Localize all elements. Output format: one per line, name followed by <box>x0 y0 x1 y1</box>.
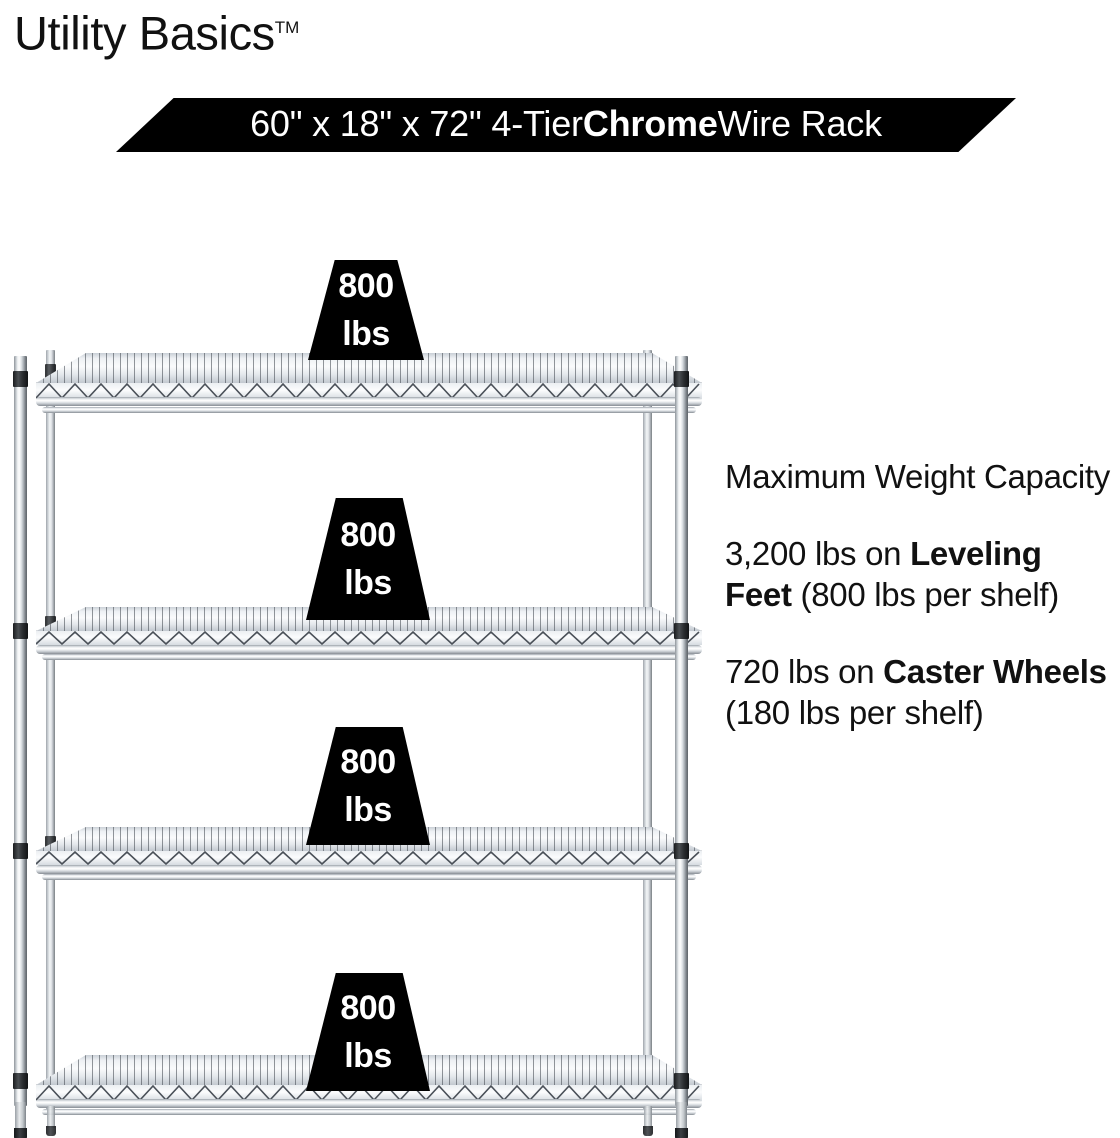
leveling-feet-capacity: 3,200 lbs on Leveling Feet (800 lbs per … <box>725 533 1117 615</box>
shelf-1-truss <box>36 383 702 399</box>
weight-badge-tier-3: 800 lbs <box>306 727 430 845</box>
weight-badge-1-number: 800 <box>338 267 394 305</box>
caster-lead: 720 lbs on <box>725 653 884 690</box>
front-collar-right-2 <box>674 623 689 639</box>
brand-name: Utility Basics <box>14 6 275 60</box>
shelf-4-front-rail <box>36 1099 702 1108</box>
trademark-symbol: TM <box>274 18 300 37</box>
brand-title: Utility BasicsTM <box>14 2 299 60</box>
shelf-3-lower-rail <box>42 874 696 880</box>
shelf-tier-1 <box>36 353 702 415</box>
weight-badge-tier-4: 800 lbs <box>306 973 430 1091</box>
rear-post-right <box>643 350 652 1110</box>
front-collar-right-4 <box>674 1073 689 1089</box>
banner-shape <box>116 98 1016 152</box>
capacity-heading: Maximum Weight Capacity <box>725 458 1110 495</box>
banner-suffix: Wire Rack <box>717 103 882 144</box>
leveling-foot-rear-left-tip <box>46 1126 56 1136</box>
weight-badge-2-unit: lbs <box>344 564 392 602</box>
rear-collar-left-1 <box>45 364 56 378</box>
leveling-foot-left-tip <box>14 1128 27 1138</box>
shelf-4-truss <box>36 1085 702 1101</box>
rear-collar-left-2 <box>45 616 56 630</box>
leveling-foot-right <box>676 1102 687 1130</box>
caster-wheels-capacity: 720 lbs on Caster Wheels (180 lbs per sh… <box>725 651 1117 733</box>
shelf-2-truss <box>36 631 702 645</box>
weight-badge-2-number: 800 <box>340 516 396 554</box>
weight-badge-tier-1: 800 lbs <box>308 260 424 360</box>
weight-badge-tier-2: 800 lbs <box>306 498 430 620</box>
weight-badge-4-number: 800 <box>340 989 396 1027</box>
leveling-strong: Leveling Feet <box>725 535 1042 613</box>
weight-badge-4-unit: lbs <box>344 1037 392 1075</box>
banner-emphasis: Chrome <box>582 103 718 144</box>
front-collar-left-4 <box>13 1073 28 1089</box>
front-collar-right-3 <box>674 843 689 859</box>
front-post-left <box>14 356 27 1106</box>
shelf-tier-2 <box>36 607 702 665</box>
leveling-lead: 3,200 lbs on <box>725 535 911 572</box>
front-collar-right-1 <box>674 371 689 387</box>
shelf-1-front-rail <box>36 397 702 406</box>
banner-prefix: 60" x 18" x 72" 4-Tier <box>250 103 583 144</box>
leveling-foot-rear-right <box>644 1106 652 1128</box>
product-title-banner: 60" x 18" x 72" 4-Tier Chrome Wire Rack <box>116 98 1016 152</box>
leveling-foot-rear-left <box>47 1106 55 1128</box>
front-collar-left-2 <box>13 623 28 639</box>
banner-text: 60" x 18" x 72" 4-Tier Chrome Wire Rack <box>116 98 1016 152</box>
rear-post-left <box>46 350 55 1110</box>
front-post-right <box>675 356 688 1106</box>
weight-badge-3-unit: lbs <box>344 791 392 829</box>
capacity-copy-block: Maximum Weight Capacity 3,200 lbs on Lev… <box>725 456 1117 733</box>
shelf-4-lower-rail <box>42 1109 696 1115</box>
front-collar-left-1 <box>13 371 28 387</box>
weight-badge-1-unit: lbs <box>342 315 390 353</box>
front-collar-left-3 <box>13 843 28 859</box>
weight-badge-3-number: 800 <box>340 743 396 781</box>
wire-rack-illustration: 800 lbs 800 lbs 800 lbs 800 lbs <box>0 240 710 1138</box>
caster-tail: (180 lbs per shelf) <box>725 694 984 731</box>
caster-strong: Caster Wheels <box>883 653 1107 690</box>
shelf-2-front-rail <box>36 645 702 654</box>
leveling-foot-left <box>15 1102 26 1130</box>
leveling-foot-right-tip <box>675 1128 688 1138</box>
shelf-3-truss <box>36 851 702 865</box>
shelf-1-lower-rail <box>42 407 696 413</box>
leveling-tail: (800 lbs per shelf) <box>791 576 1060 613</box>
rear-collar-left-3 <box>45 836 56 850</box>
leveling-foot-rear-right-tip <box>643 1126 653 1136</box>
shelf-2-lower-rail <box>42 654 696 660</box>
shelf-3-front-rail <box>36 865 702 874</box>
